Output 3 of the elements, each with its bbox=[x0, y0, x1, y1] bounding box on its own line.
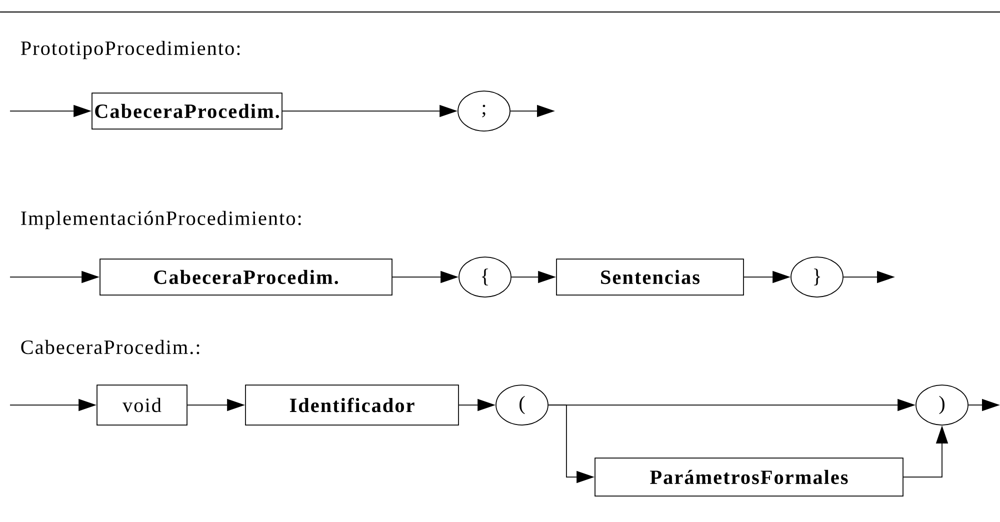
section-title: PrototipoProcedimiento: bbox=[20, 40, 240, 60]
section-title: CabeceraProcedim.: bbox=[21, 340, 200, 354]
section-title: ImplementaciónProcedimiento: bbox=[21, 210, 301, 230]
